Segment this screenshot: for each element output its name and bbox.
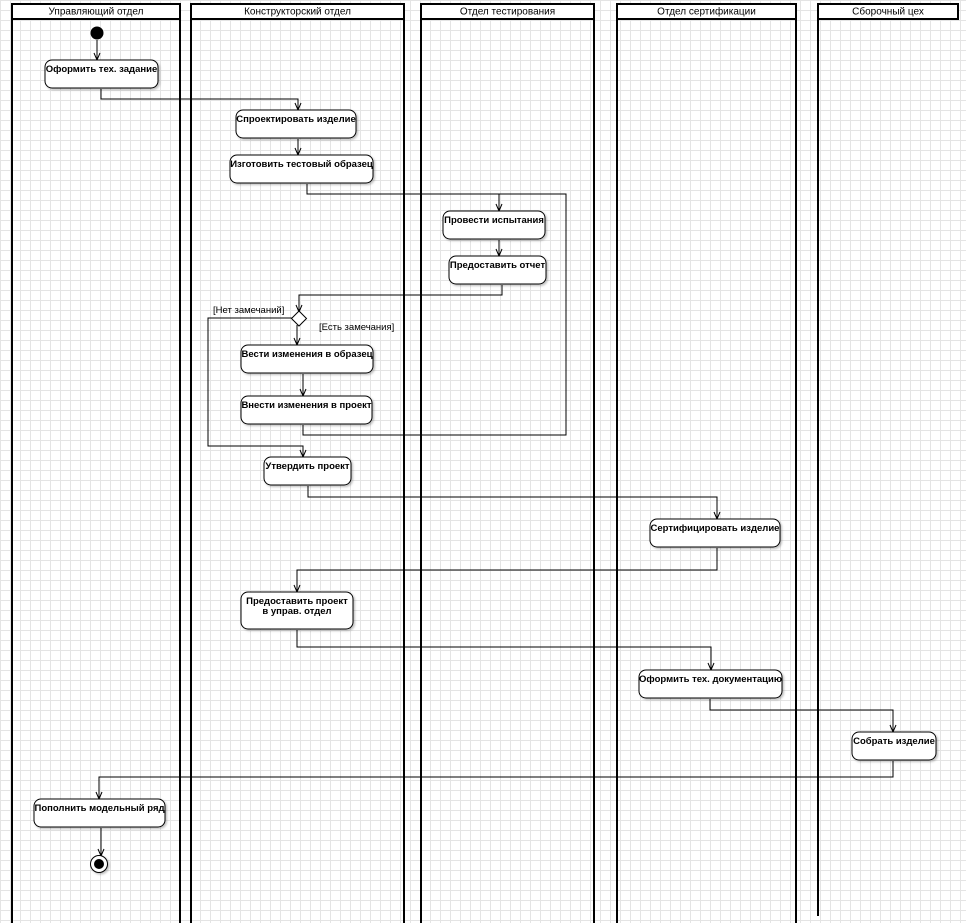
action-label: Предоставить проект <box>246 596 348 607</box>
lane-testing: Отдел тестирования <box>420 3 595 923</box>
action-label: Собрать изделие <box>853 736 935 747</box>
edge-report-to-decision <box>298 285 503 311</box>
lane-title-cert: Отдел сертификации <box>657 6 756 18</box>
final-node <box>90 855 108 873</box>
lane-title-design: Конструкторский отдел <box>244 7 351 18</box>
action-box <box>240 395 373 425</box>
action-label: Сертифицировать изделие <box>651 523 780 534</box>
action-box <box>649 518 781 548</box>
action-change-sample: Вести изменения в образец <box>240 344 374 374</box>
edge-sample-to-tests <box>306 184 500 210</box>
action-box <box>229 154 374 184</box>
action-label: Внести изменения в проект <box>241 400 371 411</box>
action-label: Провести испытания <box>444 215 544 226</box>
action-give-report: Предоставить отчет <box>448 255 547 285</box>
edge-submit-to-tech-docs <box>296 630 712 669</box>
action-box <box>851 731 937 761</box>
action-tech-task: Оформить тех. задание <box>44 59 159 89</box>
lane-mgmt: Управляющий отдел <box>11 3 181 923</box>
edge-tech-task-to-design <box>100 89 299 109</box>
action-label: Оформить тех. задание <box>46 64 158 75</box>
action-box <box>33 798 166 828</box>
action-label: Утвердить проект <box>265 461 350 472</box>
lane-title-assembly: Сборочный цех <box>852 6 924 18</box>
action-assemble-product: Собрать изделие <box>851 731 937 761</box>
action-approve-project: Утвердить проект <box>263 456 352 486</box>
edge-tech-docs-to-assemble <box>709 699 894 731</box>
edge-approve-to-certify <box>307 486 718 518</box>
action-tech-docs: Оформить тех. документацию <box>638 669 783 699</box>
action-label: Предоставить отчет <box>450 260 546 271</box>
action-label: Спроектировать изделие <box>236 114 356 125</box>
flow-edges <box>96 40 894 855</box>
lane-cert: Отдел сертификации <box>616 3 797 923</box>
lane-assembly: Сборочный цех <box>817 3 959 916</box>
edge-certify-to-submit <box>296 548 718 591</box>
action-label: в управ. отдел <box>262 606 331 617</box>
action-box <box>44 59 159 89</box>
arrow-heads <box>93 52 897 858</box>
action-design-product: Спроектировать изделие <box>235 109 357 139</box>
guard-no-remarks: [Нет замечаний] <box>213 305 284 316</box>
action-label: Оформить тех. документацию <box>639 674 782 685</box>
swimlanes: Управляющий отдел Конструкторский отдел … <box>11 3 959 923</box>
action-make-sample: Изготовить тестовый образец <box>229 154 374 184</box>
decision-node <box>290 310 308 327</box>
action-box <box>235 109 357 139</box>
guard-has-remarks: [Есть замечания] <box>319 322 394 333</box>
action-certify-product: Сертифицировать изделие <box>649 518 781 548</box>
lane-design: Конструкторский отдел <box>190 3 405 923</box>
action-label: Изготовить тестовый образец <box>230 159 373 170</box>
action-run-tests: Провести испытания <box>442 210 546 240</box>
edge-change-project-loop-to-tests <box>302 193 567 436</box>
action-box <box>240 591 354 630</box>
action-label: Пополнить модельный ряд <box>34 803 164 814</box>
lane-title-testing: Отдел тестирования <box>460 7 555 18</box>
action-box <box>638 669 783 699</box>
action-box <box>240 344 374 374</box>
edge-assemble-to-extend-lineup <box>98 761 894 798</box>
action-extend-lineup: Пополнить модельный ряд <box>33 798 166 828</box>
action-box <box>263 456 352 486</box>
action-box <box>448 255 547 285</box>
action-change-project: Внести изменения в проект <box>240 395 373 425</box>
lane-title-mgmt: Управляющий отдел <box>49 7 144 18</box>
initial-node <box>90 26 104 40</box>
action-box <box>442 210 546 240</box>
edge-decision-no-remarks-to-approve <box>207 317 304 456</box>
action-label: Вести изменения в образец <box>242 349 373 360</box>
